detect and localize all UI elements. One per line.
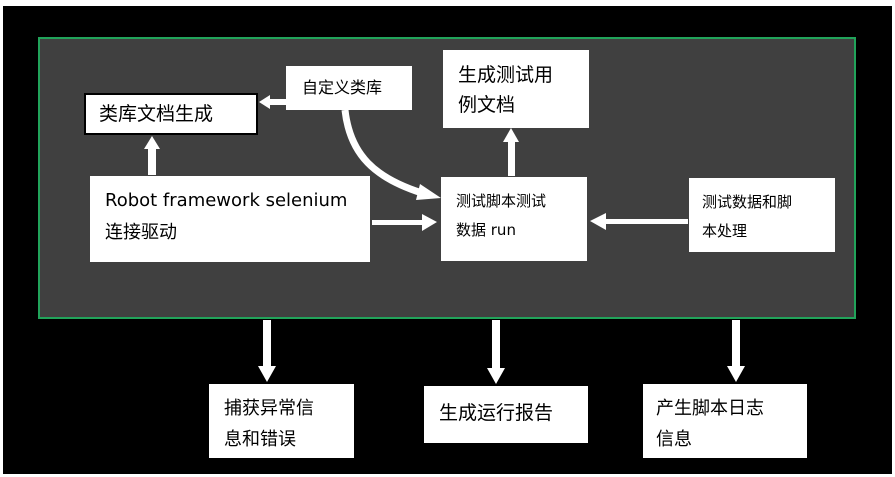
arrow-run-to-case <box>503 128 519 176</box>
library-doc-label: 类库文档生成 <box>99 103 214 125</box>
custom-library-label: 自定义类库 <box>302 78 383 97</box>
test-case-doc-label-line1: 生成测试用 <box>458 64 554 86</box>
arrow-to-log <box>727 320 745 382</box>
arrow-custom-to-doc <box>259 95 286 109</box>
robot-driver-label-line1: Robot framework selenium <box>105 190 348 211</box>
arrow-custom-to-run <box>341 109 441 200</box>
arrow-to-report <box>487 320 505 384</box>
script-log-label-line1: 产生脚本日志 <box>656 398 764 419</box>
arrow-robot-to-doc <box>144 136 160 175</box>
data-processing-box: 测试数据和脚 本处理 <box>689 178 835 252</box>
data-processing-label-line1: 测试数据和脚 <box>702 193 793 211</box>
exception-info-box: 捕获异常信 息和错误 <box>209 384 354 458</box>
custom-library-box: 自定义类库 <box>286 66 412 110</box>
run-report-label: 生成运行报告 <box>439 402 554 424</box>
test-case-doc-box: 生成测试用 例文档 <box>443 50 589 128</box>
exception-info-label-line1: 捕获异常信 <box>224 398 314 419</box>
robot-driver-label-line2: 连接驱动 <box>105 221 177 243</box>
arrow-data-to-run <box>590 213 688 230</box>
arrow-robot-to-run <box>372 214 437 231</box>
script-log-box: 产生脚本日志 信息 <box>643 384 807 458</box>
library-doc-box: 类库文档生成 <box>84 93 258 135</box>
exception-info-label-line2: 息和错误 <box>224 428 296 450</box>
data-processing-label-line2: 本处理 <box>702 222 748 241</box>
test-run-box: 测试脚本测试 数据 run <box>441 177 587 261</box>
test-run-label-line2: 数据 run <box>456 221 516 240</box>
arrow-to-exception <box>258 320 276 382</box>
script-log-label-line2: 信息 <box>656 428 692 450</box>
test-run-label-line1: 测试脚本测试 <box>456 192 547 210</box>
test-case-doc-label-line2: 例文档 <box>458 94 516 117</box>
run-report-box: 生成运行报告 <box>424 386 588 443</box>
robot-driver-box: Robot framework selenium 连接驱动 <box>90 176 370 262</box>
